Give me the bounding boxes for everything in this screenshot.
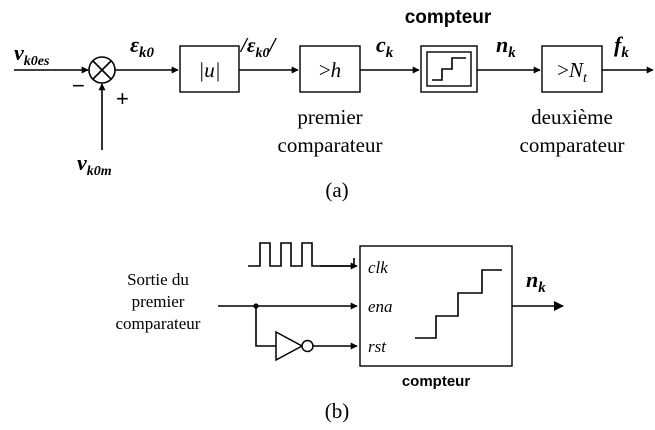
clock-waveform-icon (248, 242, 320, 267)
input-es-label: vk0es (14, 40, 50, 69)
comparator2-caption-line1: deuxième (531, 105, 613, 129)
counter-caption-b: compteur (402, 373, 471, 390)
port-ena: ena (368, 297, 393, 316)
sign-plus: + (116, 86, 129, 111)
inverter-bubble (301, 339, 314, 353)
diagram-a: vk0es − + vk0m εk0 |u| /εk0/ >h premier … (14, 7, 654, 202)
port-rst: rst (368, 337, 387, 356)
counter-block-b (359, 245, 513, 367)
output-f-label: fk (614, 32, 629, 61)
summing-junction (88, 56, 116, 84)
sign-minus: − (72, 73, 85, 98)
staircase-icon-large (415, 269, 502, 339)
inverter-gate (275, 330, 304, 362)
comparator2-caption-line2: comparateur (520, 133, 625, 157)
abs-error-label: /εk0/ (239, 33, 277, 61)
input-caption-line2: premier (132, 292, 185, 311)
caption-a: (a) (325, 178, 348, 202)
counter-title: compteur (405, 7, 492, 28)
input-m-label: vk0m (77, 150, 112, 179)
abs-block (179, 45, 240, 93)
port-clk: clk (368, 258, 388, 277)
staircase-icon (432, 57, 466, 81)
comparator2-block-label: >Nt (557, 58, 588, 86)
signal-c-label: ck (376, 32, 394, 61)
comparator1-block (299, 45, 361, 93)
comparator1-caption-line2: comparateur (278, 133, 383, 157)
abs-block-label: |u| (198, 58, 220, 82)
comparator1-block-label: >h (319, 58, 341, 82)
branch-line (255, 306, 276, 347)
diagram-b: Sortie du premier comparateur clk ena rs… (116, 242, 564, 423)
comparator2-block (541, 45, 603, 93)
counter-inner-frame (426, 51, 472, 87)
error-signal-label: εk0 (130, 32, 155, 61)
input-caption-line3: comparateur (116, 314, 201, 333)
signal-n-label: nk (496, 32, 516, 61)
caption-b: (b) (325, 399, 350, 423)
output-n-label: nk (526, 267, 546, 296)
comparator1-caption-line1: premier (297, 105, 362, 129)
input-caption-line1: Sortie du (127, 270, 189, 289)
